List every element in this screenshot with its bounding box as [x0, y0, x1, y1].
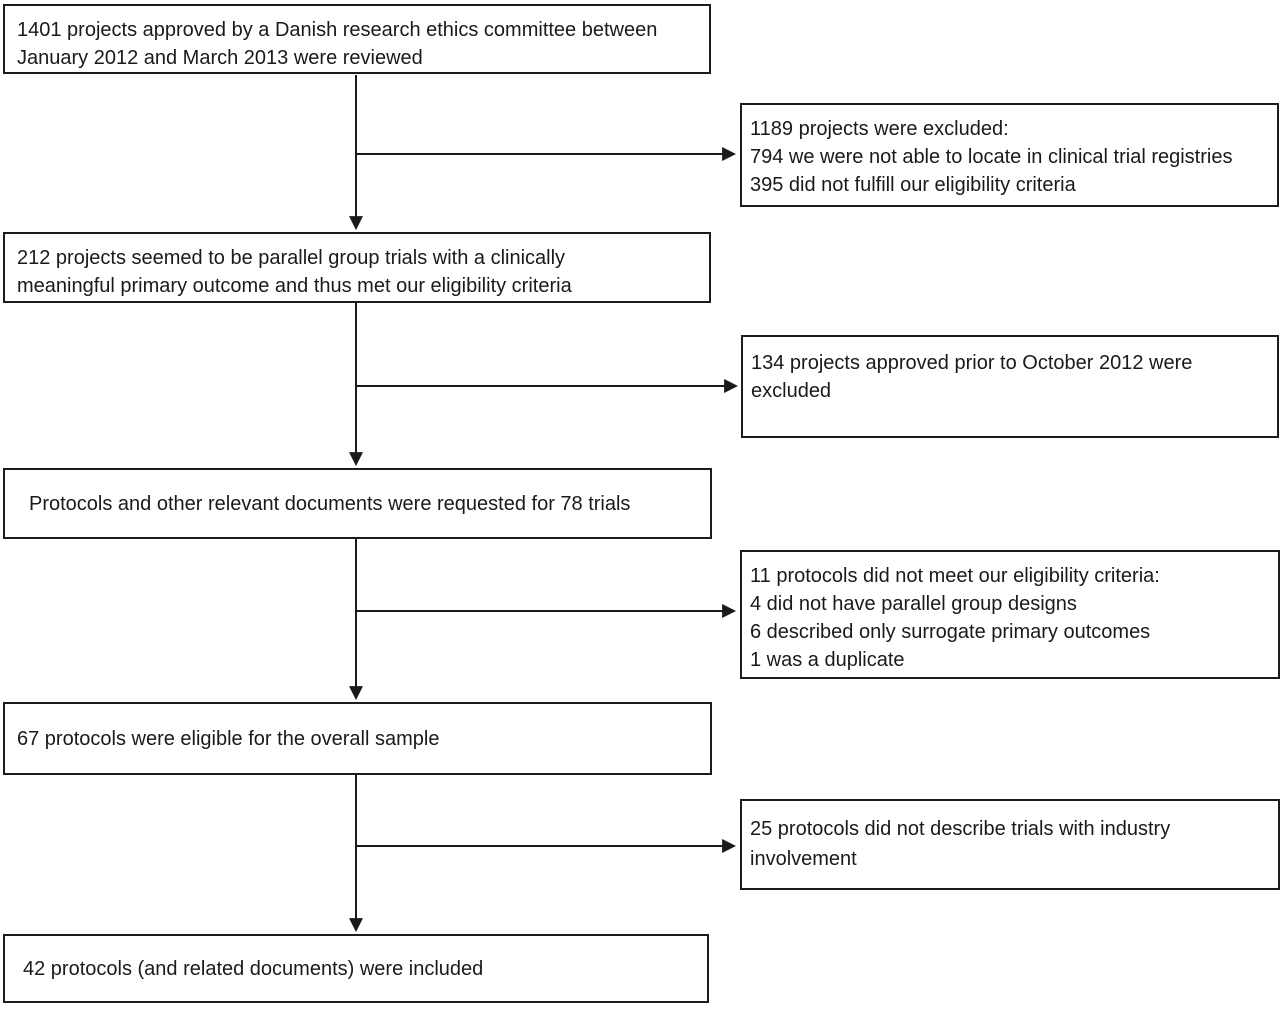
flow-box-text: 67 protocols were eligible for the overa… [17, 727, 440, 750]
flow-box-text: 134 projects approved prior to October 2… [751, 352, 1193, 402]
flow-box-protocols-included: 42 protocols (and related documents) wer… [3, 934, 709, 1003]
flow-box-text: 42 protocols (and related documents) wer… [23, 957, 484, 980]
flow-box-excluded-25: 25 protocols did not describe trials wit… [740, 799, 1280, 890]
flow-box-projects-met-criteria: 212 projects seemed to be parallel group… [3, 232, 711, 303]
flow-box-projects-reviewed: 1401 projects approved by a Danish resea… [3, 4, 711, 74]
flow-box-protocols-eligible: 67 protocols were eligible for the overa… [3, 702, 712, 775]
flow-box-text: 25 protocols did not describe trials wit… [750, 818, 1171, 870]
flow-box-protocols-requested: Protocols and other relevant documents w… [3, 468, 712, 539]
flow-box-text: 1401 projects approved by a Danish resea… [17, 19, 658, 69]
flow-box-text: 212 projects seemed to be parallel group… [17, 247, 572, 297]
flow-box-text: 1189 projects were excluded: 794 we were… [750, 118, 1233, 196]
flow-box-excluded-134: 134 projects approved prior to October 2… [741, 335, 1279, 438]
flow-box-text: Protocols and other relevant documents w… [29, 492, 631, 515]
flow-box-excluded-1189: 1189 projects were excluded: 794 we were… [740, 103, 1279, 207]
flow-box-text: 11 protocols did not meet our eligibilit… [750, 565, 1160, 671]
flow-box-excluded-11: 11 protocols did not meet our eligibilit… [740, 550, 1280, 679]
